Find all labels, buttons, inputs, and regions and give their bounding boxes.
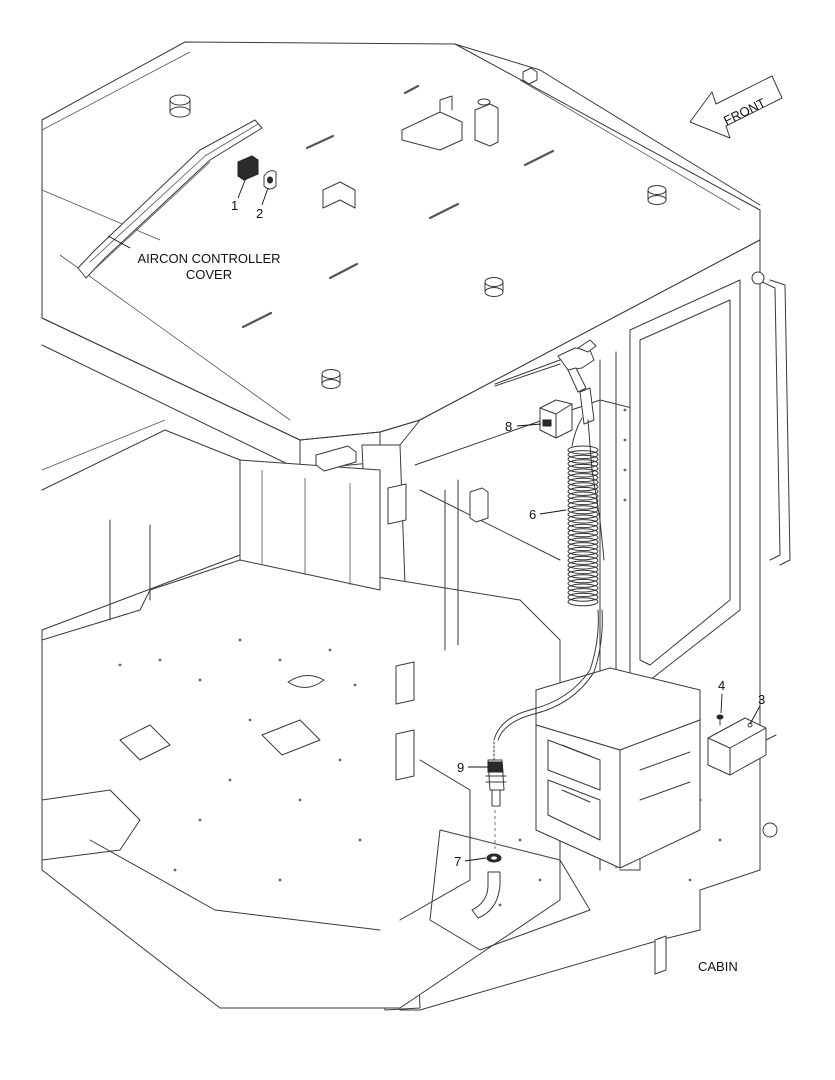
part-9-coupler — [485, 741, 507, 850]
callout-1: 1 — [231, 198, 238, 213]
text-labels: AIRCON CONTROLLER COVER CABIN — [107, 235, 738, 974]
coil-loop — [567, 569, 599, 579]
coil-loop — [567, 555, 599, 565]
coil-loop — [567, 514, 599, 524]
coil-loop — [567, 473, 599, 483]
callout-3: 3 — [758, 692, 765, 707]
callout-8: 8 — [505, 419, 512, 434]
callout-9: 9 — [457, 760, 464, 775]
coil-loop — [567, 532, 599, 542]
coil-loop — [567, 486, 599, 496]
coil-loop — [567, 454, 599, 464]
coil-loop — [567, 450, 599, 460]
coil-loop — [567, 592, 599, 602]
part-4-screw — [716, 714, 724, 726]
coil-loop — [567, 578, 599, 588]
part-8-holder — [539, 399, 573, 439]
coil-loop — [567, 505, 599, 515]
part-3-box — [707, 717, 777, 776]
aircon-label-line2: COVER — [186, 267, 232, 282]
part-7-washer — [471, 853, 502, 919]
coil-loop — [567, 482, 599, 492]
callout-4: 4 — [718, 678, 725, 693]
coil-loop — [567, 459, 599, 469]
coil-loop — [567, 500, 599, 510]
control-box — [535, 667, 701, 869]
coil-loop — [567, 583, 599, 593]
coil-loop — [567, 468, 599, 478]
callout-7: 7 — [454, 854, 461, 869]
cabin-frame — [41, 239, 791, 1011]
front-arrow: FRONT — [689, 75, 783, 139]
coil-loop — [567, 519, 599, 529]
coil-lead — [571, 417, 583, 447]
cabin-label: CABIN — [698, 959, 738, 974]
coil-loop — [567, 463, 599, 473]
coil-loop — [567, 509, 599, 519]
coil-loop — [567, 574, 599, 584]
aircon-label-line1: AIRCON CONTROLLER — [137, 251, 280, 266]
callout-2: 2 — [256, 206, 263, 221]
coil-loop — [567, 523, 599, 533]
aircon-controller-cover — [77, 119, 263, 279]
switch-part-1 — [237, 155, 259, 181]
callout-6: 6 — [529, 507, 536, 522]
coil-loop — [567, 542, 599, 552]
coil-loop — [567, 597, 599, 607]
callouts: 1 2 3 4 6 7 8 9 — [231, 177, 765, 869]
coil-loop — [567, 528, 599, 538]
coil-loop — [567, 537, 599, 547]
coil-loop — [567, 551, 599, 561]
hose-line — [493, 609, 603, 741]
coil-loop — [567, 491, 599, 501]
coil-loop — [567, 588, 599, 598]
coil-loop — [567, 560, 599, 570]
coil-loop — [567, 445, 599, 455]
coil-loop — [567, 565, 599, 575]
coil-loop — [567, 477, 599, 487]
coil-loop — [567, 496, 599, 506]
air-gun — [494, 339, 605, 561]
part-6-coil-hose — [567, 417, 599, 607]
coil-loop — [567, 546, 599, 556]
